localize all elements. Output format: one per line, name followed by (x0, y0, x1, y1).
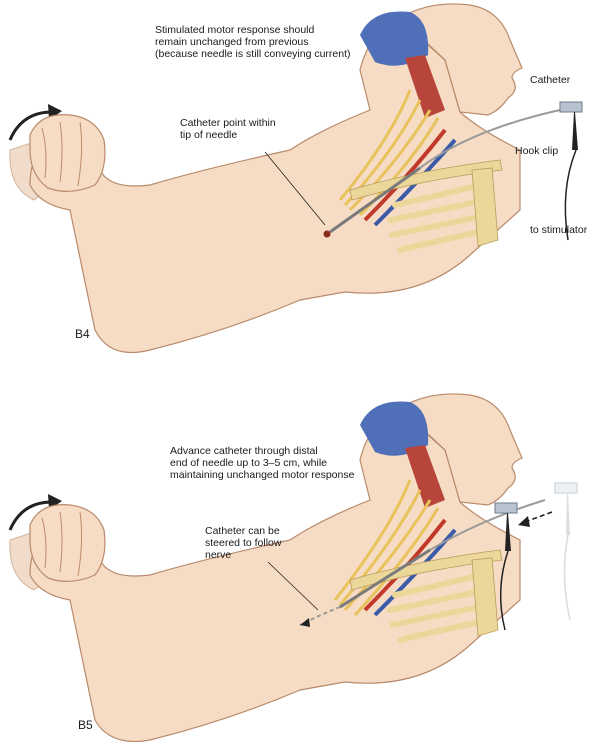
catheter-line (429, 499, 546, 551)
advance-arrow (524, 511, 553, 523)
panel-label-b5: B5 (78, 718, 93, 732)
panel-label-b4: B4 (75, 327, 90, 341)
stimulator-cable-ghost (563, 534, 571, 621)
fist (29, 114, 106, 192)
advance-arrowhead (518, 516, 530, 527)
illustration-b4 (8, 3, 583, 354)
needle (329, 166, 421, 234)
catheter-hub-ghost (554, 482, 578, 494)
head (399, 3, 523, 116)
hair-cap (360, 11, 429, 66)
needle (339, 548, 431, 609)
clavicle (349, 549, 503, 591)
label-to-stimulator: to stimulator (530, 224, 588, 236)
label-catheter-point: Catheter point within tip of needle (180, 117, 276, 141)
label-steered: Catheter can be steered to follow nerve (205, 525, 282, 561)
brachial-plexus (333, 479, 440, 617)
hook-clip (572, 112, 578, 150)
panel-b5: Advance catheter through distal end of n… (0, 375, 595, 750)
needle-tip (323, 230, 331, 238)
sternum (471, 557, 499, 637)
label-advance: Advance catheter through distal end of n… (170, 445, 355, 481)
catheter-advance-arrowhead (300, 618, 310, 627)
catheter-hub (494, 502, 518, 514)
label-catheter: Catheter (530, 74, 571, 86)
panel-b4: Stimulated motor response should remain … (8, 3, 588, 354)
label-motor-response: Stimulated motor response should remain … (155, 24, 351, 60)
artery (363, 128, 447, 222)
stimulator-cable (499, 550, 509, 631)
hook-clip-ghost (566, 493, 570, 535)
catheter-hub (559, 101, 583, 113)
head (399, 393, 523, 506)
leader-catheter-point (264, 151, 326, 226)
sternum (471, 167, 499, 247)
label-hook-clip: Hook clip (515, 145, 559, 157)
neck-muscle (405, 445, 445, 508)
arm-skin (29, 409, 521, 743)
illustration-b5 (8, 393, 578, 743)
hook-clip (505, 513, 511, 551)
arm-skin (29, 19, 521, 354)
catheter-line (419, 109, 561, 169)
motion-arrow (8, 500, 53, 531)
fist (29, 504, 106, 582)
leader-steered (267, 561, 319, 611)
hair-cap (360, 401, 429, 456)
motion-arrow (8, 110, 53, 141)
neck-muscle (405, 55, 445, 118)
stimulator-cable (564, 149, 577, 241)
advanced-catheter (299, 606, 341, 626)
